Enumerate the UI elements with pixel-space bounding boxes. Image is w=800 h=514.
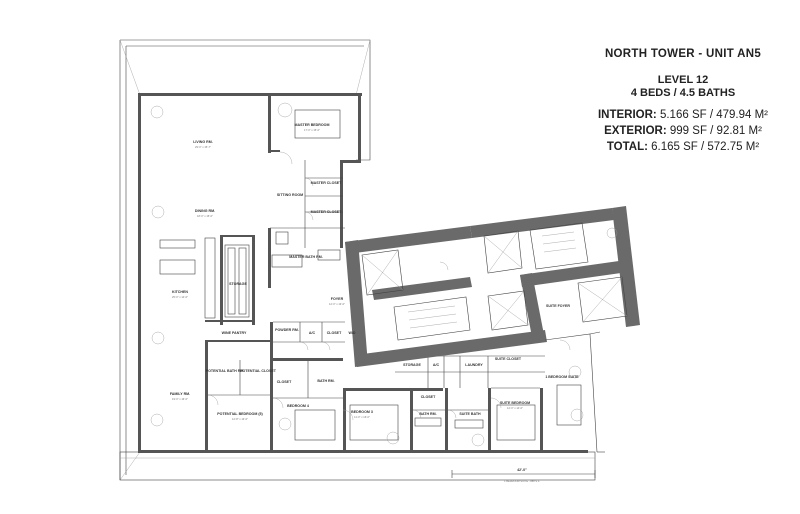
total-label: TOTAL: [606,141,648,153]
room-label-living: LIVING RM. [193,140,213,144]
room-labels: LIVING RM. 29'-0" x 15'-7" DINING RM. 18… [170,123,579,421]
interior-walls [205,160,545,452]
room-label-potential-closet: POTENTIAL CLOSET [240,369,277,373]
room-label-suite-foyer: SUITE FOYER [546,304,570,308]
room-label-wd: W/D [349,331,356,335]
svg-text:17'-0" x 15'-0": 17'-0" x 15'-0" [304,128,320,132]
suite-walls [544,331,605,453]
bottom-dimension: 42'-0" 1 BEDROOM SUITE - 888 S.F. [451,468,596,483]
room-label-master-bedroom: MASTER BEDROOM [295,123,330,127]
room-label-master-bath: MASTER BATH RM. [289,255,322,259]
interior-row: INTERIOR: 5.166 SF / 479.94 M² [578,107,788,123]
room-label-bedroom-suite: 1 BEDROOM SUITE [545,375,579,379]
exterior-row: EXTERIOR: 999 SF / 92.81 M² [578,123,788,139]
beds-baths-label: 4 BEDS / 4.5 BATHS [630,87,736,99]
svg-text:12'-8" x 13'-0": 12'-8" x 13'-0" [232,417,248,421]
terrace-furniture [150,102,618,447]
room-label-bedroom-4: BEDROOM 4 [287,404,309,408]
room-label-family: FAMILY RM. [170,392,190,396]
room-label-bath-rm-2: BATH RM. [419,412,436,416]
building-core [345,206,640,367]
room-label-master-closet-1: MASTER CLOSET [311,181,343,185]
area-stats: INTERIOR: 5.166 SF / 479.94 M² EXTERIOR:… [578,107,788,155]
exterior-value: 999 SF / 92.81 M² [669,125,762,137]
svg-text:12'-0" x 14'-0": 12'-0" x 14'-0" [507,406,523,410]
room-label-wine-pantry: WINE PANTRY [222,331,247,335]
room-label-closet-1: CLOSET [327,331,342,335]
dimension-label: 42'-0" [517,468,527,472]
unit-title: NORTH TOWER - UNIT AN5 [604,48,762,60]
exterior-walls [138,93,588,453]
room-label-closet-2: CLOSET [277,380,292,384]
svg-text:25'-0" x 14'-0": 25'-0" x 14'-0" [172,295,188,299]
room-label-suite-bedroom: SUITE BEDROOM [500,401,530,405]
room-label-powder: POWDER RM. [275,328,299,332]
terrace-outline [119,39,596,481]
svg-text:19'-0" x 16'-0": 19'-0" x 16'-0" [172,397,188,401]
room-label-suite-bath: SUITE BATH [459,412,481,416]
interior-label: INTERIOR: [597,109,657,121]
room-label-ac-2: A/C [433,363,440,367]
total-value: 6.165 SF / 572.75 M² [651,141,760,153]
kitchen-fixtures [159,109,582,441]
room-label-potential-bedroom: POTENTIAL BEDROOM (5) [217,412,263,416]
room-label-potential-bath: POTENTIAL BATH RM. [206,369,245,373]
room-label-closet-3: CLOSET [421,395,436,399]
unit-info-panel: NORTH TOWER - UNIT AN5 LEVEL 12 4 BEDS /… [578,48,788,155]
room-label-bath-rm-1: BATH RM. [317,379,334,383]
room-label-foyer: FOYER [331,297,344,301]
total-row: TOTAL: 6.165 SF / 572.75 M² [578,139,788,155]
door-swings [207,151,571,421]
room-label-dining: DINING RM. [195,209,215,213]
room-label-laundry: LAUNDRY [465,363,483,367]
room-label-kitchen: KITCHEN [172,290,188,294]
svg-text:29'-0" x 15'-7": 29'-0" x 15'-7" [195,145,211,149]
svg-text:11'-0" x 16'-0": 11'-0" x 16'-0" [354,415,370,419]
room-label-storage-left: STORAGE [229,282,247,286]
room-label-ac-1: A/C [309,331,316,335]
svg-text:12'-0" x 13'-0": 12'-0" x 13'-0" [329,302,345,306]
suite-area-note: 1 BEDROOM SUITE - 888 S.F. [504,479,540,483]
level-label: LEVEL 12 [657,74,709,86]
room-label-storage-mid: STORAGE [403,363,421,367]
svg-text:18'-0" x 15'-0": 18'-0" x 15'-0" [197,214,213,218]
room-label-suite-closet: SUITE CLOSET [495,357,522,361]
room-label-master-closet-2: MASTER CLOSET [311,210,343,214]
room-label-bedroom-3: BEDROOM 3 [351,410,373,414]
exterior-label: EXTERIOR: [604,125,667,137]
interior-value: 5.166 SF / 479.94 M² [659,109,769,121]
room-label-sitting-room: SITTING ROOM [277,193,303,197]
